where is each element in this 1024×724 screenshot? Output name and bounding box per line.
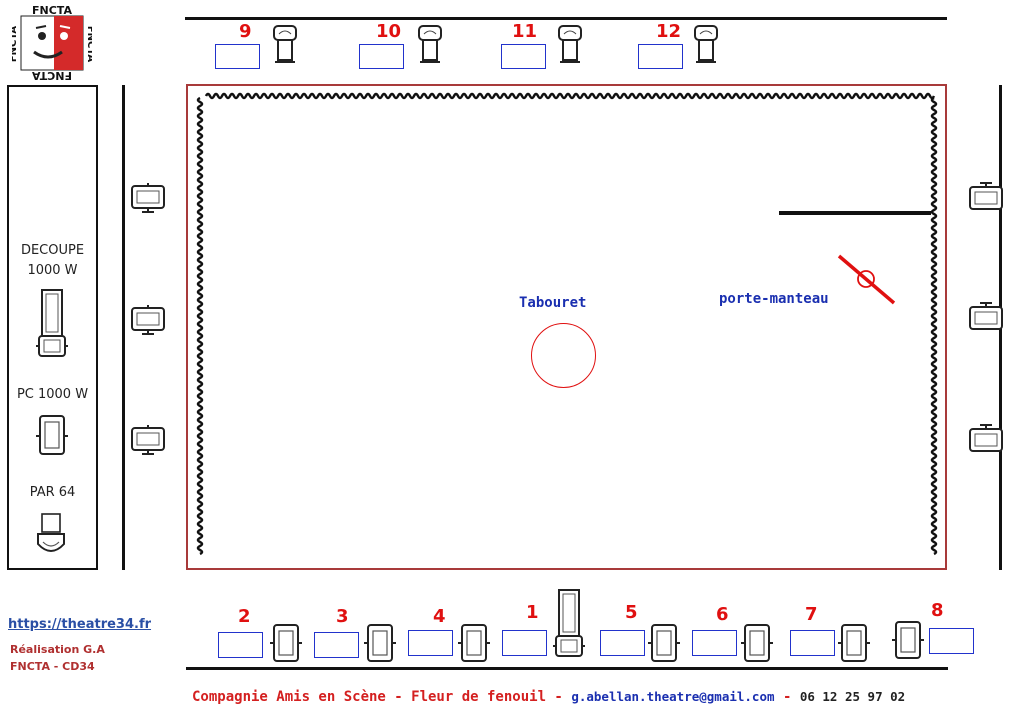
top-gel-box-9 <box>215 44 260 69</box>
bottom-projector-icon-6 <box>741 622 773 669</box>
top-projector-icon-12 <box>692 24 720 71</box>
footer-company: Compagnie Amis en Scène - Fleur de fenou… <box>192 689 563 705</box>
left-side-projector-icon <box>128 305 168 340</box>
bottom-gel-box-7 <box>790 630 835 656</box>
bottom-gel-box-5 <box>600 630 645 656</box>
tabouret-circle <box>531 323 596 388</box>
credit-line-1: Réalisation G.A <box>10 643 105 656</box>
bottom-projector-icon-8 <box>892 619 924 666</box>
pc-icon <box>36 414 68 463</box>
left-side-batten <box>122 85 125 570</box>
bottom-projector-icon-1-decoupe <box>553 588 585 669</box>
tabouret-label: Tabouret <box>519 295 587 311</box>
bottom-projector-number-1: 1 <box>526 602 539 623</box>
legend-panel <box>7 85 98 570</box>
bottom-projector-number-5: 5 <box>625 602 638 623</box>
left-side-projector-icon <box>128 183 168 218</box>
bottom-gel-box-4 <box>408 630 453 656</box>
credit-line-2: FNCTA - CD34 <box>10 660 95 673</box>
top-projector-icon-10 <box>416 24 444 71</box>
bottom-projector-number-6: 6 <box>716 604 729 625</box>
footer-separator: - <box>782 689 792 705</box>
top-gel-box-12 <box>638 44 683 69</box>
top-gel-box-11 <box>501 44 546 69</box>
right-side-projector-icon <box>966 302 1006 337</box>
right-side-projector-icon <box>966 424 1006 459</box>
top-projector-icon-9 <box>271 24 299 71</box>
website-link[interactable]: https://theatre34.fr <box>8 617 152 632</box>
backstage-wall-line <box>779 211 931 215</box>
top-batten <box>185 17 947 20</box>
bottom-gel-box-3 <box>314 632 359 658</box>
footer-email[interactable]: g.abellan.theatre@gmail.com <box>571 689 775 704</box>
bottom-batten <box>186 667 948 670</box>
bottom-projector-icon-5 <box>648 622 680 669</box>
porte-manteau-label: porte-manteau <box>719 291 829 307</box>
bottom-projector-icon-4 <box>458 622 490 669</box>
decoupe-icon <box>36 288 68 369</box>
bottom-projector-icon-7 <box>838 622 870 669</box>
bottom-gel-box-8 <box>929 628 974 654</box>
bottom-projector-icon-2 <box>270 622 302 669</box>
legend-par-label: PAR 64 <box>29 485 76 500</box>
top-projector-number-10: 10 <box>376 21 402 42</box>
top-projector-number-11: 11 <box>512 21 538 42</box>
bottom-gel-box-6 <box>692 630 737 656</box>
legend-pc-label: PC 1000 W <box>16 387 89 402</box>
footer-phone: 06 12 25 97 02 <box>799 689 906 704</box>
bottom-projector-number-8: 8 <box>931 600 944 621</box>
logo-text-right: FNCTA <box>85 26 92 63</box>
legend-decoupe-label: DECOUPE 1000 W <box>20 243 85 278</box>
stage-area <box>186 84 947 570</box>
top-gel-box-10 <box>359 44 404 69</box>
stage-curtains <box>196 92 938 556</box>
logo-text-bottom: FNCTA <box>32 69 72 82</box>
right-side-projector-icon <box>966 182 1006 217</box>
left-side-projector-icon <box>128 425 168 460</box>
footer: Compagnie Amis en Scène - Fleur de fenou… <box>192 689 905 705</box>
logo-text-top: FNCTA <box>32 4 72 17</box>
bottom-projector-number-7: 7 <box>805 604 818 625</box>
top-projector-number-12: 12 <box>656 21 682 42</box>
fncta-logo: FNCTA FNCTA FNCTA FNCTA <box>8 4 96 82</box>
par-icon <box>34 512 68 563</box>
top-projector-number-9: 9 <box>239 21 252 42</box>
bottom-projector-number-3: 3 <box>336 606 349 627</box>
porte-manteau-marker <box>836 254 898 311</box>
bottom-projector-icon-3 <box>364 622 396 669</box>
bottom-projector-number-2: 2 <box>238 606 251 627</box>
bottom-gel-box-2 <box>218 632 263 658</box>
logo-text-left: FNCTA <box>12 26 19 63</box>
bottom-projector-number-4: 4 <box>433 606 446 627</box>
top-projector-icon-11 <box>556 24 584 71</box>
bottom-gel-box-1 <box>502 630 547 656</box>
